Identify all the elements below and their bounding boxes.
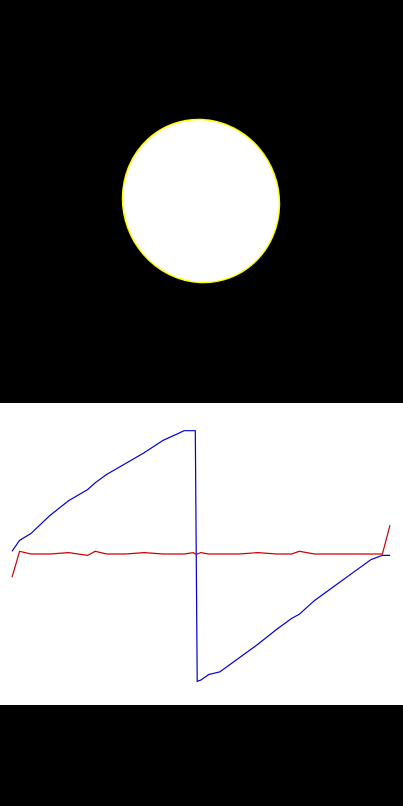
shape-svg [121, 118, 281, 284]
series-line-2 [11, 525, 391, 578]
series-line-1 [11, 430, 390, 683]
white-blob [122, 119, 280, 283]
blob-outline [121, 118, 281, 284]
plot-svg [0, 403, 403, 705]
signal-plot [0, 403, 403, 705]
shape-canvas [121, 118, 281, 284]
